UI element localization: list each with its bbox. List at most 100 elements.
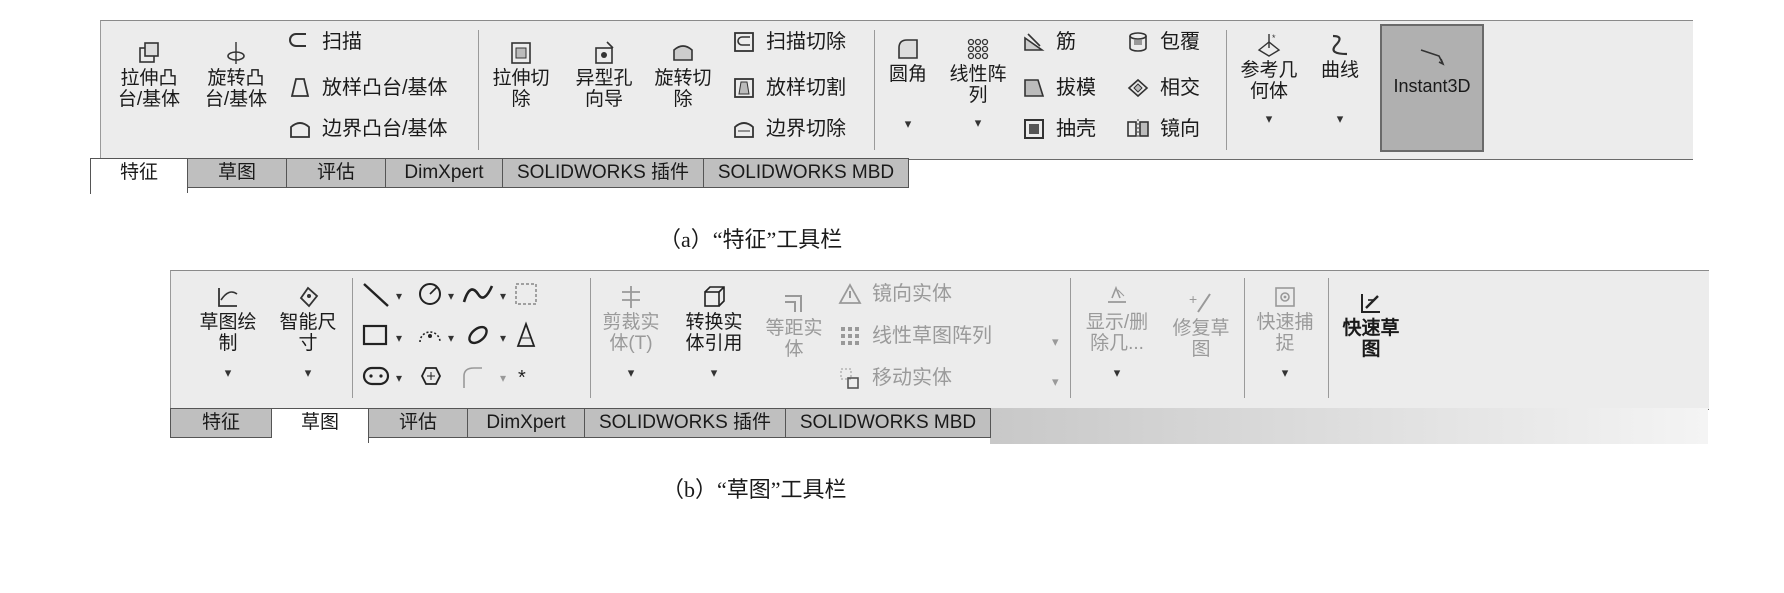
rapid-sketch-button[interactable]: 快速草 图 (1336, 290, 1406, 360)
mirror-icon (1126, 117, 1150, 141)
sweep-cut-icon (732, 30, 756, 54)
ellipse-icon (468, 325, 488, 345)
caption-b: （b）“草图”工具栏 (662, 477, 847, 502)
ref-geometry-dropdown-chevron-icon[interactable]: ▾ (1265, 111, 1273, 126)
tab-sketch[interactable]: 草图 (272, 408, 369, 443)
group-separator (1226, 30, 1227, 150)
revolve-boss-button[interactable]: 旋转凸 台/基体 (196, 40, 276, 110)
smart-dimension-button[interactable]: 智能尺 寸 ▾ (270, 284, 346, 383)
svg-text:▾: ▾ (500, 289, 506, 303)
loft-cut-button[interactable]: 放样切割 (732, 76, 846, 100)
intersect-button[interactable]: 相交 (1126, 76, 1200, 100)
polygon-icon (420, 367, 442, 385)
sweep-cut-button[interactable]: 扫描切除 (732, 30, 846, 54)
quick-snaps-dropdown-chevron-icon[interactable]: ▾ (1281, 365, 1289, 380)
instant3d-button[interactable]: Instant3D (1380, 24, 1484, 152)
svg-text:*: * (518, 367, 526, 389)
sweep-icon (288, 30, 312, 54)
reference-geometry-icon: * (1256, 32, 1282, 58)
shell-icon (1022, 117, 1046, 141)
sketch-picture-icon (515, 283, 537, 305)
group-separator (874, 30, 875, 150)
line-icon (363, 283, 389, 307)
wrap-button[interactable]: 包覆 (1126, 30, 1200, 54)
convert-entities-button[interactable]: 转换实 体引用 ▾ (676, 284, 752, 383)
tab-solidworks-addins[interactable]: SOLIDWORKS 插件 (585, 408, 786, 438)
rib-button[interactable]: 筋 (1022, 30, 1076, 54)
loft-boss-button[interactable]: 放样凸台/基体 (288, 76, 448, 100)
smart-dimension-dropdown-chevron-icon[interactable]: ▾ (304, 365, 312, 380)
svg-text:▾: ▾ (448, 289, 454, 303)
move-entities-icon (838, 366, 862, 390)
features-tab-bar: 特征 草图 评估 DimXpert SOLIDWORKS 插件 SOLIDWOR… (90, 158, 909, 193)
tab-evaluate[interactable]: 评估 (287, 158, 386, 188)
rectangle-icon (362, 324, 388, 346)
tab-solidworks-addins[interactable]: SOLIDWORKS 插件 (503, 158, 704, 188)
sweep-button[interactable]: 扫描 (288, 30, 362, 54)
pattern-dropdown-chevron-icon[interactable]: ▾ (974, 115, 982, 130)
tab-sketch[interactable]: 草图 (188, 158, 287, 188)
draft-button[interactable]: 拔模 (1022, 76, 1096, 100)
hole-wizard-icon (591, 40, 617, 66)
mirror-entities-button[interactable]: 镜向实体 (838, 282, 952, 306)
reference-geometry-button[interactable]: * 参考几 何体 ▾ (1232, 32, 1306, 129)
revolve-boss-icon (223, 40, 249, 66)
tab-solidworks-mbd[interactable]: SOLIDWORKS MBD (704, 158, 909, 188)
linear-pattern-icon (965, 36, 991, 62)
extrude-boss-button[interactable]: 拉伸凸 台/基体 (108, 40, 190, 110)
fillet-button[interactable]: 圆角 ▾ (880, 36, 936, 134)
pattern-group-chevron-icon[interactable]: ▾ (1052, 334, 1059, 349)
linear-pattern-button[interactable]: 线性阵 列 ▾ (942, 36, 1014, 133)
repair-sketch-button[interactable]: + 修复草 图 (1172, 291, 1230, 360)
sketch-dropdown-chevron-icon[interactable]: ▾ (224, 365, 232, 380)
extrude-boss-icon (136, 40, 162, 66)
caption-a: （a）“特征”工具栏 (659, 227, 843, 252)
group-separator (590, 278, 591, 398)
mirror-entities-icon (838, 282, 862, 306)
display-delete-relations-button[interactable]: 显示/删 除几... ▾ (1078, 284, 1156, 383)
svg-text:▾: ▾ (396, 331, 402, 345)
instant3d-icon (1417, 46, 1447, 68)
boundary-boss-button[interactable]: 边界凸台/基体 (288, 117, 448, 141)
tab-evaluate[interactable]: 评估 (369, 408, 468, 438)
curves-button[interactable]: 曲线 ▾ (1310, 32, 1370, 129)
group-separator (1070, 278, 1071, 398)
convert-entities-icon (701, 284, 727, 310)
curves-dropdown-chevron-icon[interactable]: ▾ (1336, 111, 1344, 126)
linear-sketch-pattern-button[interactable]: 线性草图阵列 (838, 324, 992, 348)
slot-icon (362, 366, 390, 386)
offset-entities-button[interactable]: 等距实 体 (758, 290, 830, 360)
tab-dimxpert[interactable]: DimXpert (386, 158, 503, 188)
tab-dimxpert[interactable]: DimXpert (468, 408, 585, 438)
trim-dropdown-chevron-icon[interactable]: ▾ (627, 365, 635, 380)
smart-dimension-icon (295, 284, 321, 310)
move-group-chevron-icon[interactable]: ▾ (1052, 374, 1059, 389)
tab-features[interactable]: 特征 (90, 158, 188, 193)
move-entities-button[interactable]: 移动实体 (838, 366, 952, 390)
sketch-tab-bar: 特征 草图 评估 DimXpert SOLIDWORKS 插件 SOLIDWOR… (170, 408, 991, 443)
quick-snaps-button[interactable]: 快速捕 捉 ▾ (1250, 284, 1320, 383)
revolve-cut-button[interactable]: 旋转切 除 (648, 40, 718, 110)
svg-text:▾: ▾ (396, 371, 402, 385)
display-relations-icon (1104, 284, 1130, 310)
group-separator (1244, 278, 1245, 398)
linear-sketch-pattern-icon (838, 324, 862, 348)
tab-solidworks-mbd[interactable]: SOLIDWORKS MBD (786, 408, 991, 438)
fillet-dropdown-chevron-icon[interactable]: ▾ (904, 116, 912, 131)
convert-dropdown-chevron-icon[interactable]: ▾ (710, 365, 718, 380)
relations-dropdown-chevron-icon[interactable]: ▾ (1113, 365, 1121, 380)
sketch-button[interactable]: 草图绘 制 ▾ (190, 284, 266, 383)
extrude-cut-button[interactable]: 拉伸切 除 (486, 40, 556, 110)
boundary-cut-icon (732, 117, 756, 141)
extrude-cut-icon (508, 40, 534, 66)
trim-icon (618, 284, 644, 310)
boundary-cut-button[interactable]: 边界切除 (732, 117, 846, 141)
intersect-icon (1126, 76, 1150, 100)
sketch-icon (215, 284, 241, 310)
trim-entities-button[interactable]: 剪裁实 体(T) ▾ (596, 284, 666, 383)
sketch-entities-grid: ▾ ▾ ▾ ▾ ▾ ▾ ▾ ▾ * (360, 280, 590, 400)
mirror-button[interactable]: 镜向 (1126, 117, 1200, 141)
hole-wizard-button[interactable]: 异型孔 向导 (566, 40, 642, 110)
tab-features[interactable]: 特征 (170, 408, 272, 438)
shell-button[interactable]: 抽壳 (1022, 117, 1096, 141)
